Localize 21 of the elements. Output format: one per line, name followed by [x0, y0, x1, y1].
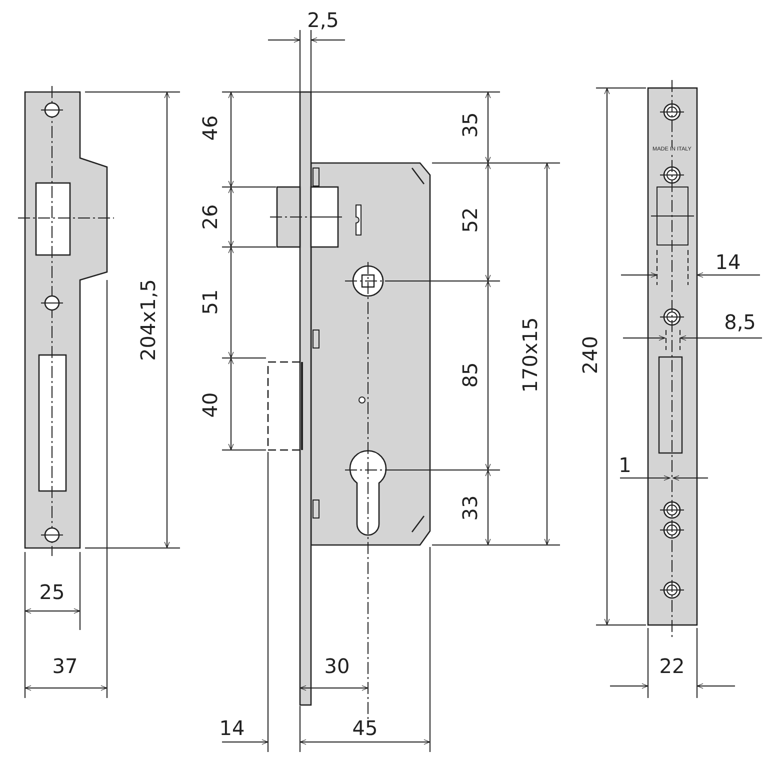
dimension-label: 45 [352, 718, 378, 738]
dimension-label: 170x15 [520, 317, 540, 393]
dimension-label: 2,5 [307, 10, 339, 30]
dimension-label: 52 [460, 207, 480, 233]
dimension-label: 14 [219, 718, 245, 738]
dimension-label: 204x1,5 [138, 279, 158, 361]
dimension-label: 30 [324, 656, 350, 676]
dimension-label: 33 [460, 495, 480, 521]
dimension-label: 37 [52, 656, 78, 676]
dimension-label: 25 [39, 582, 65, 602]
dimension-label: 22 [659, 656, 685, 676]
dimension-label: 85 [460, 362, 480, 388]
dimension-label: 26 [200, 204, 220, 230]
dimension-label: 40 [200, 392, 220, 418]
dimension-label: 51 [200, 289, 220, 315]
dimension-label: 1 [618, 455, 632, 475]
dimension-label: 240 [580, 336, 600, 374]
dimension-label: 35 [460, 112, 480, 138]
dimension-label: 14 [715, 252, 741, 272]
dimension-label: 8,5 [724, 312, 756, 332]
dimension-label: 46 [200, 115, 220, 141]
